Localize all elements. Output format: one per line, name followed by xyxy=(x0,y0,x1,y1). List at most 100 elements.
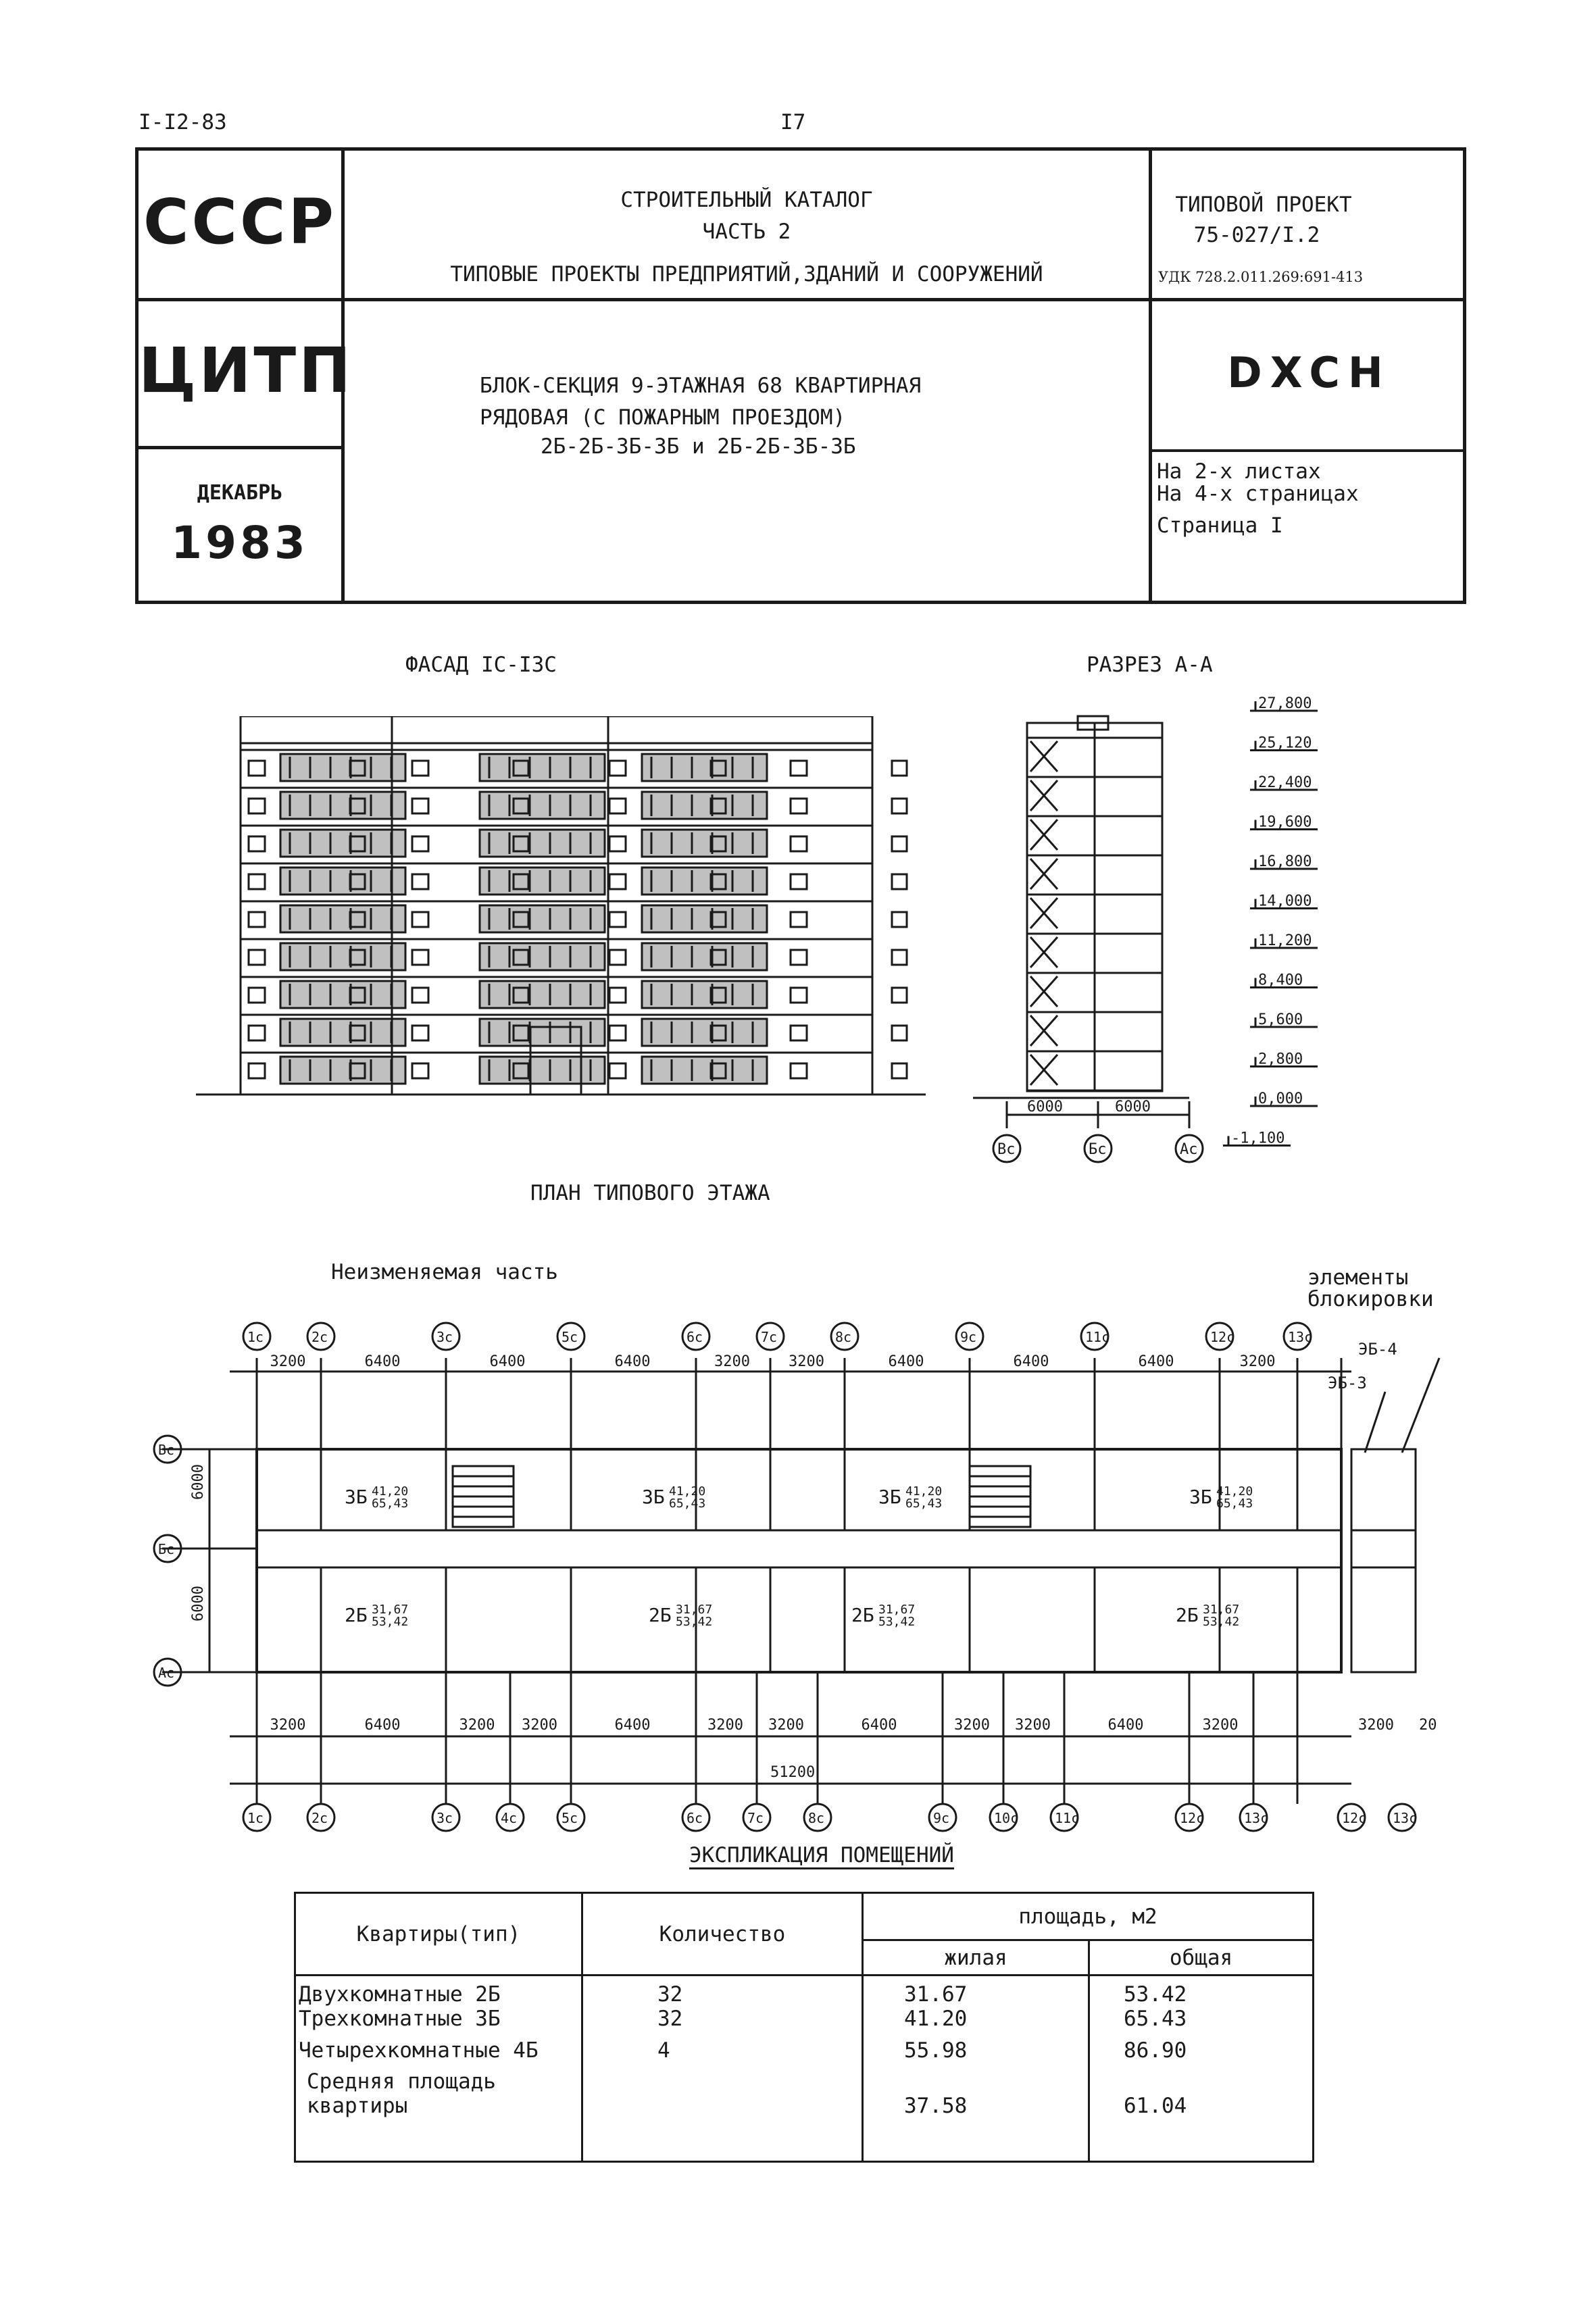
block-elements-label-1: элементы xyxy=(1307,1265,1409,1290)
project-number: 75-027/I.2 xyxy=(1193,223,1320,247)
balcony-loggia xyxy=(279,942,407,972)
plan-dim-top: 6400 xyxy=(1014,1353,1049,1370)
axis-label: 12с xyxy=(1180,1810,1204,1826)
axis-bubble xyxy=(556,1803,586,1832)
balcony-loggia xyxy=(478,866,606,896)
plan-title: ПЛАН ТИПОВОГО ЭТАЖА xyxy=(530,1181,770,1205)
window xyxy=(709,873,727,890)
balcony-loggia xyxy=(478,753,606,782)
block-elements-label-2: блокировки xyxy=(1307,1287,1434,1311)
window xyxy=(512,835,530,853)
elevation-value: 11,200 xyxy=(1258,932,1312,949)
axis-label: Ас xyxy=(1180,1141,1198,1158)
axis-bubble xyxy=(989,1803,1018,1832)
balcony-loggia xyxy=(478,828,606,858)
window xyxy=(709,797,727,815)
axis-label: 3с xyxy=(437,1810,453,1826)
axis-label: Вс xyxy=(158,1442,174,1458)
axis-label: 4с xyxy=(501,1810,517,1826)
apt-living: 41,20 xyxy=(905,1484,942,1499)
axis-label: 2с xyxy=(311,1329,328,1345)
axis-bubble xyxy=(992,1134,1022,1163)
window xyxy=(512,797,530,815)
project-label: ТИПОВОЙ ПРОЕКТ xyxy=(1175,193,1352,217)
axis-bubble xyxy=(242,1803,272,1832)
sheets-count: На 2-х листах xyxy=(1157,459,1321,484)
balcony-loggia xyxy=(478,790,606,820)
row-living: 41.20 xyxy=(904,2006,968,2031)
balcony-loggia xyxy=(641,942,768,972)
axis-label: Ас xyxy=(158,1665,174,1681)
plan-dim-top: 6400 xyxy=(889,1353,924,1370)
window xyxy=(789,1062,808,1080)
axis-label: 8с xyxy=(835,1329,851,1345)
axis-bubble xyxy=(1239,1803,1268,1832)
window xyxy=(411,1062,430,1080)
axis-label: Бс xyxy=(1089,1141,1107,1158)
window xyxy=(608,949,627,966)
axis-label: 8с xyxy=(808,1810,824,1826)
window xyxy=(709,759,727,777)
section-dim: 6000 xyxy=(1027,1099,1063,1115)
plan-dim-bottom: 6400 xyxy=(615,1717,651,1734)
apt-total: 53,42 xyxy=(372,1615,408,1629)
plan-dim-bottom: 3200 xyxy=(522,1717,557,1734)
stair-flight xyxy=(1029,780,1059,811)
apt-total: 65,43 xyxy=(669,1496,705,1511)
row-type: Трехкомнатные 3Б xyxy=(299,2006,501,2031)
stair-flight xyxy=(1029,936,1059,968)
apt-total: 53,42 xyxy=(676,1615,712,1629)
apt-living: 31,67 xyxy=(372,1603,408,1617)
row-living: 31.67 xyxy=(904,1982,968,2007)
window xyxy=(891,797,908,815)
elevation-value: 0,000 xyxy=(1258,1090,1303,1107)
window xyxy=(411,873,430,890)
window xyxy=(789,873,808,890)
window xyxy=(512,1062,530,1080)
axis-label: 6с xyxy=(687,1810,703,1826)
apt-type: 3Б xyxy=(345,1486,368,1508)
apt-type: 3Б xyxy=(1189,1486,1212,1508)
leader-line xyxy=(1364,1391,1387,1453)
balcony-loggia xyxy=(279,753,407,782)
balcony-loggia xyxy=(279,866,407,896)
axis-bubble xyxy=(153,1434,182,1464)
window xyxy=(411,986,430,1004)
window xyxy=(247,797,266,815)
apt-total: 53,42 xyxy=(878,1615,915,1629)
axis-label: 7с xyxy=(761,1329,777,1345)
blocking-element xyxy=(1350,1448,1417,1674)
axis-bubble xyxy=(431,1322,461,1351)
axis-bubble xyxy=(803,1803,832,1832)
window xyxy=(789,986,808,1004)
window xyxy=(891,986,908,1004)
balcony-loggia xyxy=(478,904,606,934)
leader-line xyxy=(1401,1357,1441,1453)
subject-line-1: БЛОК-СЕКЦИЯ 9-ЭТАЖНАЯ 68 КВАРТИРНАЯ xyxy=(480,374,922,398)
axis-label: 3с xyxy=(437,1329,453,1345)
title-year: 1983 xyxy=(171,517,309,569)
axis-bubble xyxy=(1080,1322,1109,1351)
axis-bubble xyxy=(755,1322,785,1351)
plan-dim-bottom: 3200 xyxy=(707,1717,743,1734)
plan-dim-left: 6000 xyxy=(190,1586,207,1621)
title-month: ДЕКАБРЬ xyxy=(197,481,283,505)
plan-dim-bottom: 3200 xyxy=(1203,1717,1239,1734)
axis-label: 10с xyxy=(994,1810,1018,1826)
window xyxy=(891,835,908,853)
apt-living: 31,67 xyxy=(878,1603,915,1617)
window xyxy=(411,949,430,966)
window xyxy=(608,873,627,890)
apt-type: 2Б xyxy=(851,1604,874,1626)
axis-label: 11с xyxy=(1055,1810,1079,1826)
window xyxy=(411,797,430,815)
col-living-header: жилая xyxy=(862,1939,1090,1976)
title-block-divider xyxy=(1149,147,1152,604)
window xyxy=(411,1024,430,1042)
axis-label: 9с xyxy=(960,1329,976,1345)
plan-dim-top: 6400 xyxy=(490,1353,526,1370)
axis-label: 5с xyxy=(562,1329,578,1345)
balcony-loggia xyxy=(478,942,606,972)
avg-total: 61.04 xyxy=(1124,2093,1187,2118)
